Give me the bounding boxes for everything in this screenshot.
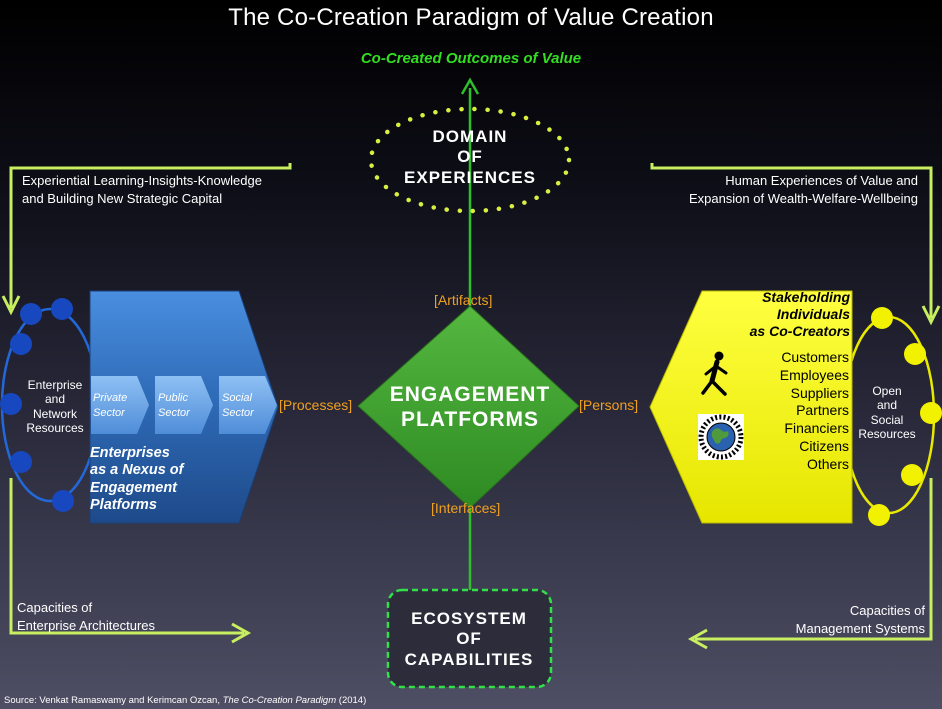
tag-persons: [Persons] (579, 397, 639, 413)
step-public-shape (155, 376, 213, 434)
feedback-top-right: Human Experiences of Value and Expansion… (689, 172, 918, 207)
domain-label: DOMAIN OF EXPERIENCES (380, 127, 560, 188)
domain-line2: OF (457, 147, 483, 167)
stakeholder-item: Financiers (784, 420, 849, 437)
step-private-shape (91, 376, 149, 434)
enterprise-ring-line3: Network (32, 406, 77, 421)
stakeholder-title-line2: Individuals (776, 305, 850, 322)
enterprise-nexus-line4: Platforms (90, 497, 157, 514)
source-suffix: (2014) (336, 695, 367, 706)
step-private-line1: Private (93, 392, 128, 404)
stakeholder-item: Suppliers (790, 384, 849, 401)
enterprise-ring-line1: Enterprise (27, 378, 83, 392)
stakeholder-ring-line4: Resources (858, 427, 916, 442)
feedback-top-left-line2: and Building New Strategic Capital (22, 190, 223, 206)
stakeholder-ring-nodes (868, 307, 942, 526)
feedback-top-left-line1: Experiential Learning-Insights-Knowledge (22, 173, 262, 188)
feedback-arrowhead-bottom-right (687, 628, 708, 650)
feedback-arrow-top-left (9, 163, 292, 308)
step-private-line2: Sector (93, 406, 125, 419)
source-book-title: The Co-Creation Paradigm (222, 695, 337, 706)
walking-person-icon (701, 351, 728, 396)
engagement-label: ENGAGEMENT PLATFORMS (360, 382, 580, 432)
engagement-line2: PLATFORMS (400, 408, 540, 432)
enterprise-nexus-line3: Engagement (90, 479, 178, 496)
enterprise-ring-line4: Resources (26, 421, 84, 436)
feedback-top-right-line2: Expansion of Wealth-Welfare-Wellbeing (688, 190, 918, 206)
tag-processes: [Processes] (279, 397, 353, 413)
step-public-line2: Sector (158, 406, 190, 419)
engagement-line1: ENGAGEMENT (389, 383, 551, 406)
stakeholder-title-line3: as Co-Creators (749, 322, 850, 339)
step-private-label: Private Sector (93, 391, 127, 421)
ecosystem-box (386, 588, 553, 689)
ecosystem-line2: OF (456, 629, 482, 649)
enterprise-ring-nodes (0, 298, 74, 512)
feedback-top-right-line1: Human Experiences of Value and (725, 173, 918, 188)
step-social-line2: Sector (222, 406, 254, 419)
stakeholder-item: Customers (781, 349, 849, 365)
tag-interfaces: [Interfaces] (431, 500, 501, 516)
ecosystem-line3: CAPABILITIES (404, 649, 534, 669)
feedback-bottom-right-line1: Capacities of (849, 603, 925, 618)
ecosystem-label: ECOSYSTEM OF CAPABILITIES (388, 609, 550, 670)
feedback-bottom-left: Capacities of Enterprise Architectures (17, 599, 155, 634)
feedback-bottom-left-line1: Capacities of (17, 600, 93, 615)
feedback-arrowhead-top-right (921, 305, 941, 326)
source-prefix: Source: Venkat Ramaswamy and Kerimcan Oz… (4, 695, 223, 706)
enterprise-ring-line2: and (44, 392, 66, 407)
domain-line3: EXPERIENCES (404, 167, 536, 187)
stakeholder-item: Citizens (799, 437, 849, 454)
feedback-bottom-right-line2: Management Systems (795, 620, 925, 636)
enterprise-nexus-line1: Enterprises (90, 445, 170, 461)
step-social-line1: Social (222, 392, 252, 404)
stakeholder-ring-label: Open and Social Resources (856, 384, 918, 442)
enterprise-nexus-line2: as a Nexus of (90, 462, 184, 479)
stakeholder-item: Partners (796, 402, 849, 419)
stakeholder-item: Employees (779, 366, 849, 383)
stakeholder-list: Customers Employees Suppliers Partners F… (740, 349, 849, 473)
feedback-bottom-left-line2: Enterprise Architectures (17, 617, 156, 633)
stakeholder-title-line1: Stakeholding (762, 289, 850, 305)
feedback-arrow-bottom-left (9, 478, 244, 635)
engagement-diamond (357, 305, 580, 509)
up-arrow-head (460, 77, 480, 95)
globe-badge-icon (698, 414, 744, 460)
domain-line1: DOMAIN (432, 127, 508, 146)
source-citation: Source: Venkat Ramaswamy and Kerimcan Oz… (4, 695, 366, 706)
feedback-arrow-top-right (650, 163, 933, 318)
ecosystem-line1: ECOSYSTEM (411, 609, 527, 628)
feedback-arrow-bottom-right (695, 478, 933, 641)
enterprise-nexus-label: Enterprises as a Nexus of Engagement Pla… (90, 445, 184, 515)
stakeholder-title: Stakeholding Individuals as Co-Creators (700, 289, 850, 339)
feedback-arrowhead-bottom-left (231, 622, 252, 644)
stakeholder-ring-line1: Open (872, 384, 902, 398)
step-public-label: Public Sector (158, 391, 190, 421)
feedback-bottom-right: Capacities of Management Systems (796, 602, 925, 637)
feedback-top-left: Experiential Learning-Insights-Knowledge… (22, 172, 262, 207)
domain-ellipse (368, 106, 572, 214)
stakeholder-item: Others (806, 455, 849, 472)
stakeholder-ring-line3: Social (870, 412, 904, 427)
stakeholder-block (649, 290, 853, 524)
feedback-arrowhead-top-left (1, 295, 21, 316)
stakeholder-ring-line2: and (876, 398, 898, 413)
step-social-shape (219, 376, 277, 434)
step-public-line1: Public (158, 392, 188, 404)
outcome-label: Co-Created Outcomes of Value (360, 50, 582, 67)
tag-artifacts: [Artifacts] (434, 292, 493, 308)
page-title: The Co-Creation Paradigm of Value Creati… (228, 4, 714, 31)
enterprise-ring-label: Enterprise and Network Resources (20, 378, 90, 436)
step-social-label: Social Sector (222, 391, 254, 421)
